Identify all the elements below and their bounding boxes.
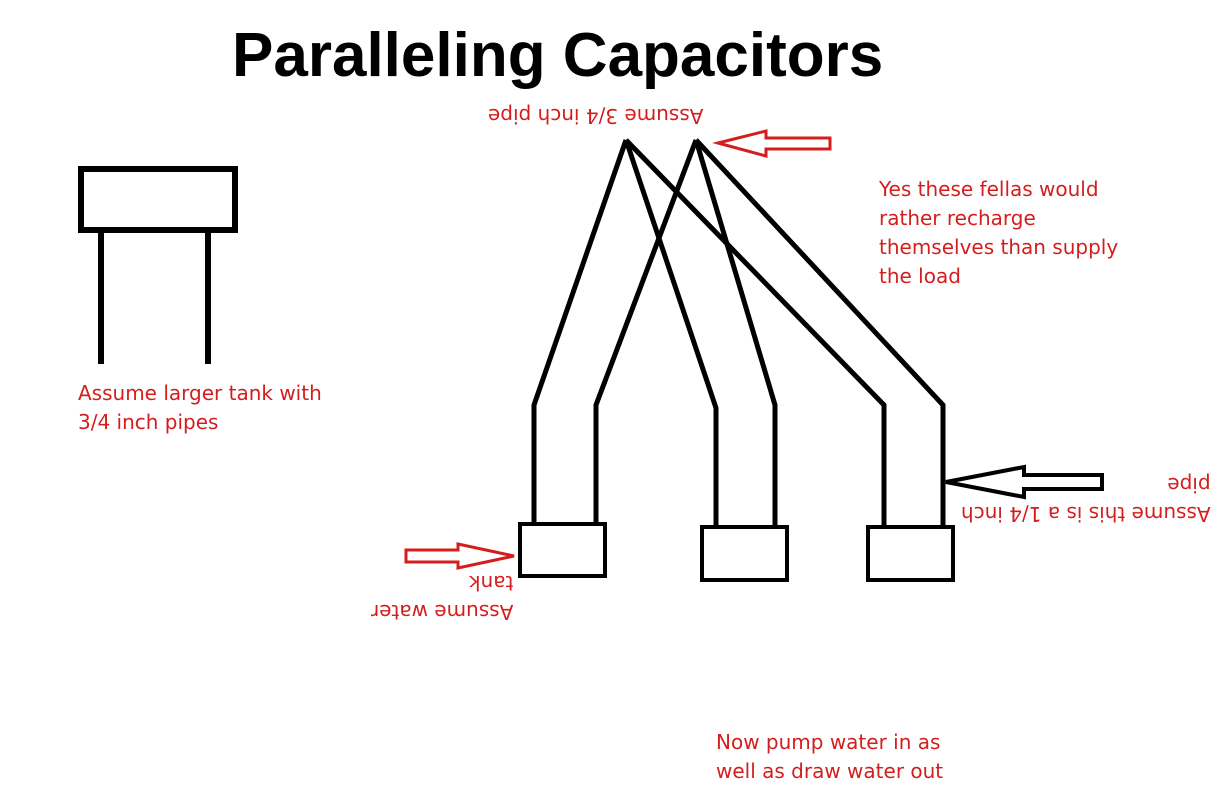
pipe-tank1-right — [593, 139, 699, 525]
note-three-quarter-inch-pipe: Assume 3/4 inch pipe — [488, 101, 703, 130]
note-line: Yes these fellas would — [879, 177, 1099, 201]
pipe-tank3-right — [694, 138, 946, 528]
pipe-tank1-left — [531, 139, 629, 525]
note-line: Now pump water in as — [716, 730, 941, 754]
note-larger-tank: Assume larger tank with 3/4 inch pipes — [78, 379, 322, 437]
note-line: Assume water — [371, 600, 514, 624]
small-tank-2 — [700, 525, 789, 582]
pipe-tank3-left — [624, 138, 887, 528]
pipe-tank2-left — [623, 139, 719, 528]
large-capacitor — [78, 166, 238, 364]
note-water-tank: Assume water tank — [371, 568, 513, 626]
large-capacitor-body — [78, 166, 238, 233]
note-line: pipe — [1167, 473, 1211, 497]
note-recharge: Yes these fellas would rather recharge t… — [879, 175, 1118, 291]
note-line: tank — [468, 571, 514, 595]
note-quarter-inch-pipe: Assume this is a 1/4 inch pipe — [961, 470, 1211, 528]
note-line: themselves than supply — [879, 235, 1119, 259]
small-tank-1 — [518, 522, 607, 578]
parallel-wiring — [531, 138, 946, 528]
note-line: rather recharge — [879, 206, 1036, 230]
note-line: the load — [879, 264, 961, 288]
note-line: Assume larger tank with — [78, 381, 322, 405]
note-line: Assume 3/4 inch pipe — [488, 104, 704, 128]
note-line: 3/4 inch pipes — [78, 410, 219, 434]
note-pump-water: Now pump water in as well as draw water … — [716, 728, 943, 786]
arrow-to-top-junction — [712, 129, 832, 158]
note-line: well as draw water out — [716, 759, 944, 783]
arrow-to-quarter-inch-pipe — [945, 464, 1104, 500]
small-tank-3 — [866, 525, 955, 582]
page-title: Paralleling Capacitors — [232, 21, 884, 90]
note-line: Assume this is a 1/4 inch — [961, 502, 1211, 526]
arrow-to-water-tank — [404, 542, 515, 570]
pipe-tank2-right — [693, 139, 778, 528]
